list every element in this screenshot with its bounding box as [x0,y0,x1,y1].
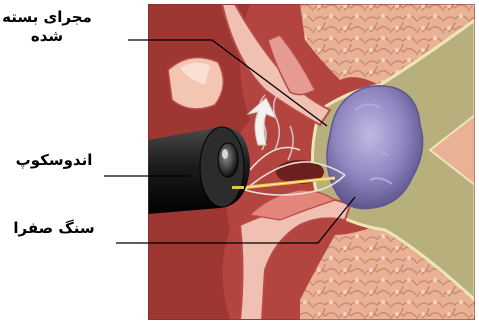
label-endoscope: اندوسکوپ [4,151,104,170]
label-gallstone: سنگ صفرا [4,219,104,238]
label-blocked-duct: مجرای بسته شده [2,8,92,46]
